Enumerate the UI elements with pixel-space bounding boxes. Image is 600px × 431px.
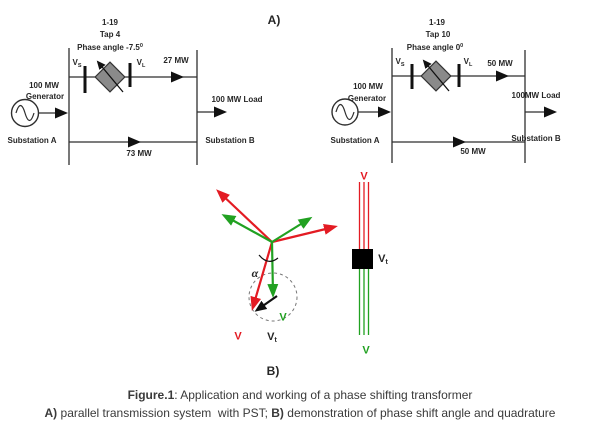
generator-label-right: Generator <box>347 94 387 103</box>
pst-flow-left: 27 MW <box>163 56 189 65</box>
pst-flow-right: 50 MW <box>487 59 513 68</box>
caption-line-2: A) parallel transmission system with PST… <box>44 406 556 420</box>
substation-a-left: Substation A <box>7 136 57 145</box>
phase-angle-right: Phase angle 00 <box>406 43 464 52</box>
bundle-v-bottom-label: V <box>362 344 370 357</box>
bundle-vt-label: Vt <box>378 253 388 267</box>
vs-label-left: VS <box>72 57 82 69</box>
sine-icon <box>15 104 35 122</box>
substation-b-left: Substation B <box>205 136 255 145</box>
source-phasors <box>216 189 338 311</box>
phasor-v-load-label: V <box>279 311 287 324</box>
tap-left: Tap 4 <box>99 30 121 39</box>
phasor-vt-label: Vt <box>267 331 277 345</box>
substation-b-right: Substation B <box>511 134 561 143</box>
phasor-diagram <box>216 189 338 322</box>
bundle-v-top-label: V <box>360 170 368 183</box>
panel-b-label: B) <box>266 364 280 378</box>
caption-line-1: Figure.1: Application and working of a p… <box>127 388 473 402</box>
flow-arrows-right <box>378 70 557 148</box>
load-label-left: 100 MW Load <box>211 95 263 104</box>
vs-label-right: VS <box>395 56 405 68</box>
feeder-id-right: 1-19 <box>428 18 446 27</box>
vl-label-left: VL <box>136 57 146 69</box>
phase-shift-circle <box>248 272 298 322</box>
circuit-left <box>10 48 221 165</box>
circuit-right <box>331 48 551 163</box>
angle-arc <box>258 254 279 262</box>
generator-mw-left: 100 MW <box>29 81 59 90</box>
panel-a-label: A) <box>267 13 281 27</box>
feeder-id-left: 1-19 <box>101 18 119 27</box>
phasor-v-source-label: V <box>234 330 242 343</box>
tap-right: Tap 10 <box>425 30 451 39</box>
line-flow-right: 50 MW <box>460 147 486 156</box>
load-bundle <box>358 269 370 335</box>
flow-arrows-left <box>55 71 227 148</box>
substation-a-right: Substation A <box>330 136 380 145</box>
source-bundle <box>358 182 370 249</box>
pst-series-unit <box>352 249 373 269</box>
generator-mw-right: 100 MW <box>353 82 383 91</box>
sine-icon <box>335 103 355 121</box>
quadrature-vector <box>254 295 278 312</box>
pst-bundle-diagram <box>352 182 373 335</box>
vl-label-right: VL <box>463 56 473 68</box>
pst-symbol-left <box>83 60 132 93</box>
generator-label-left: Generator <box>25 92 65 101</box>
load-label-right: 100MW Load <box>511 91 561 100</box>
load-phasors <box>221 214 313 298</box>
alpha-angle-label: α <box>251 266 259 280</box>
phase-angle-left: Phase angle -7.50 <box>77 43 143 52</box>
line-flow-left: 73 MW <box>126 149 152 158</box>
pst-symbol-right <box>410 59 461 92</box>
